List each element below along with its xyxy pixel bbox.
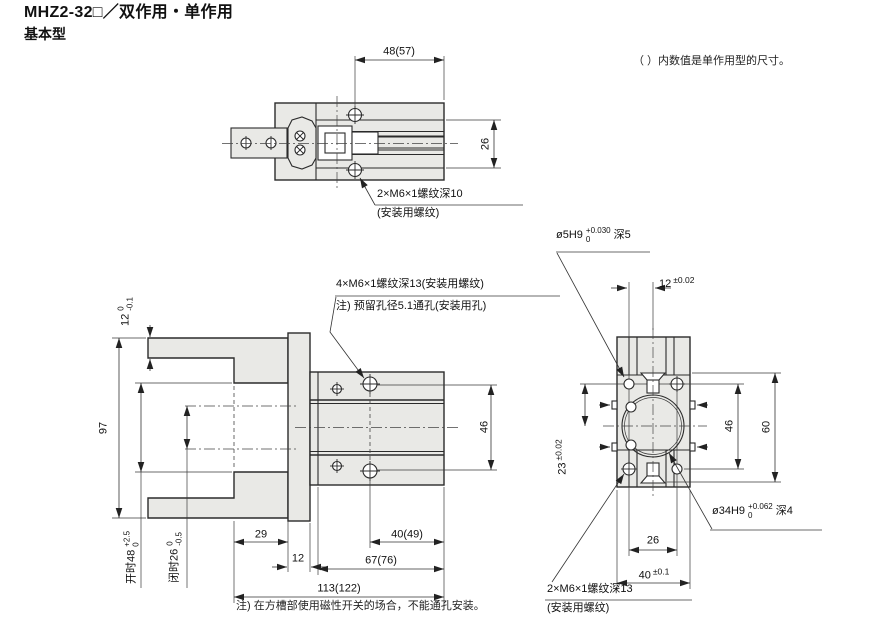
front-view-linework (147, 332, 458, 522)
top-view-jaw (287, 116, 317, 170)
leader-mount-thread (551, 473, 625, 583)
finger-bottom (147, 471, 289, 519)
pin-hole-br (671, 463, 683, 475)
dim-97: 97 (97, 421, 110, 435)
leader-axial-thread (329, 296, 365, 379)
dim-46-front: 46 (478, 420, 491, 434)
finger-top (147, 337, 289, 384)
page-subtitle: 基本型 (24, 26, 66, 42)
top-view-dimensions (354, 56, 523, 206)
label-mount-thread: 2×M6×1螺纹深13 (547, 583, 633, 595)
leader-bore (668, 452, 713, 530)
front-view-dimensions (112, 295, 560, 603)
leader-side-thread (359, 177, 376, 206)
dim-29: 29 (254, 528, 268, 541)
dim-40-49: 40(49) (391, 528, 423, 541)
side-view-linework (580, 282, 744, 556)
dim-26-side: 26 (646, 534, 660, 547)
note-single-acting: （ ）内数值是单作用型的尺寸。 (633, 55, 791, 67)
label-axial-thread: 4×M6×1螺纹深13(安装用螺纹) (336, 278, 484, 290)
dim-23-offset: 23±0.02 (553, 439, 569, 475)
dim-67-76: 67(76) (365, 554, 397, 567)
top-view-attachment-bar (230, 127, 288, 159)
dim-48-57: 48(57) (383, 45, 415, 58)
dim-12-offset: 12±0.02 (659, 275, 695, 290)
dim-113-122: 113(122) (317, 582, 361, 595)
dim-40-width: 40±0.1 (638, 566, 670, 582)
dim-60: 60 (760, 420, 773, 434)
label-mount-thread-sub: (安装用螺纹) (547, 602, 610, 614)
label-side-thread-sub: (安装用螺纹) (377, 207, 440, 219)
note-through-hole: 注) 在方槽部使用磁性开关的场合，不能通孔安装。 (236, 600, 485, 612)
dim-plate-12: 12 (291, 552, 305, 565)
bore-lug-hole (625, 401, 637, 413)
label-side-thread: 2×M6×1螺纹深10 (377, 188, 463, 200)
label-pilot-hole: 注) 预留孔径5.1通孔(安装用孔) (336, 300, 487, 312)
dim-46-side: 46 (723, 419, 736, 433)
page-title: MHZ2-32□／双作用・单作用 (24, 4, 234, 21)
pin-hole-tl (623, 378, 635, 390)
side-view-dimensions (545, 251, 822, 601)
leader-pin-hole (556, 252, 625, 378)
top-view-linework (222, 96, 458, 188)
guide-plate (287, 332, 311, 522)
dim-26-topview: 26 (479, 137, 492, 151)
bore-lug-hole (625, 439, 637, 451)
